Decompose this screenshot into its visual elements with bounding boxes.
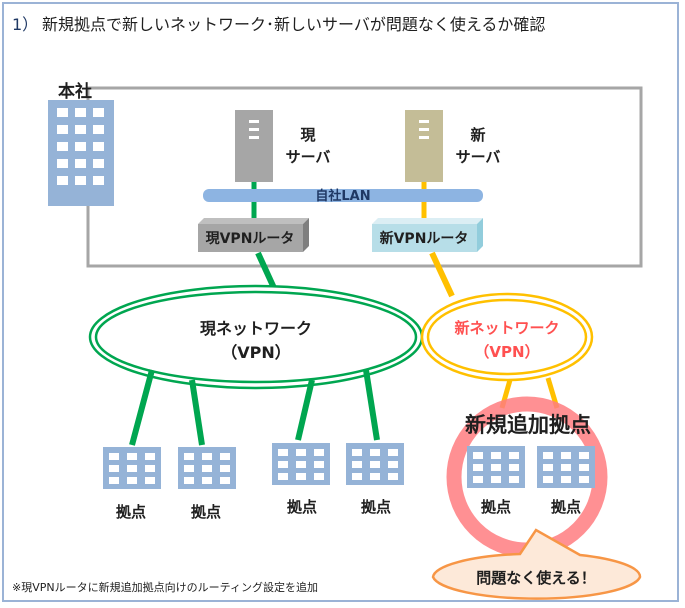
branch-label: 拠点 [116,503,146,521]
branch-label: 拠点 [191,503,221,521]
branch-building-icon [272,443,330,485]
current-router-label: 現VPNルータ [206,231,295,247]
new-server-label-1: 新 [470,126,485,144]
callout-bubble [431,528,642,600]
new-router-label: 新VPNルータ [380,230,469,247]
hq-building-icon [48,100,114,206]
new-server-label-2: サーバ [456,148,501,166]
current-network-label-1: 現ネットワーク [200,319,312,338]
lan-bar [203,189,483,202]
hq-boundary [86,86,643,268]
callout-text: 問題なく使える！ [476,569,596,587]
new-router-icon [372,218,483,252]
new-router-net-link [429,251,455,298]
branch-label: 拠点 [287,498,317,516]
branch-building-icon [103,447,161,489]
step-number: 1） [12,15,38,34]
branch-links [129,369,380,446]
new-branch-title: 新規追加拠点 [465,413,591,437]
branch-building-icon [346,443,404,485]
new-network-ellipse [420,292,594,382]
footnote: ※現VPNルータに新規追加拠点向けのルーティング設定を追加 [12,580,318,594]
new-branch-building-icon [467,446,525,488]
current-server-icon [235,110,273,182]
new-network-label-2: （VPN） [474,343,539,361]
hq-label: 本社 [58,81,92,102]
current-server-label-2: サーバ [286,148,331,166]
current-server-label-1: 現 [300,126,315,144]
lan-label: 自社LAN [315,188,370,204]
current-router-icon [198,218,309,252]
branch-building-icon [178,447,236,489]
page-title: 新規拠点で新しいネットワーク･新しいサーバが問題なく使えるか確認 [42,15,545,34]
new-branch-label: 拠点 [551,498,581,516]
new-server-icon [405,110,443,182]
current-router-net-link [255,251,277,290]
current-network-label-2: （VPN） [221,343,291,362]
new-network-label-1: 新ネットワーク [454,319,559,337]
branch-label: 拠点 [361,498,391,516]
new-branch-label: 拠点 [481,498,511,516]
new-branch-building-icon [537,446,595,488]
